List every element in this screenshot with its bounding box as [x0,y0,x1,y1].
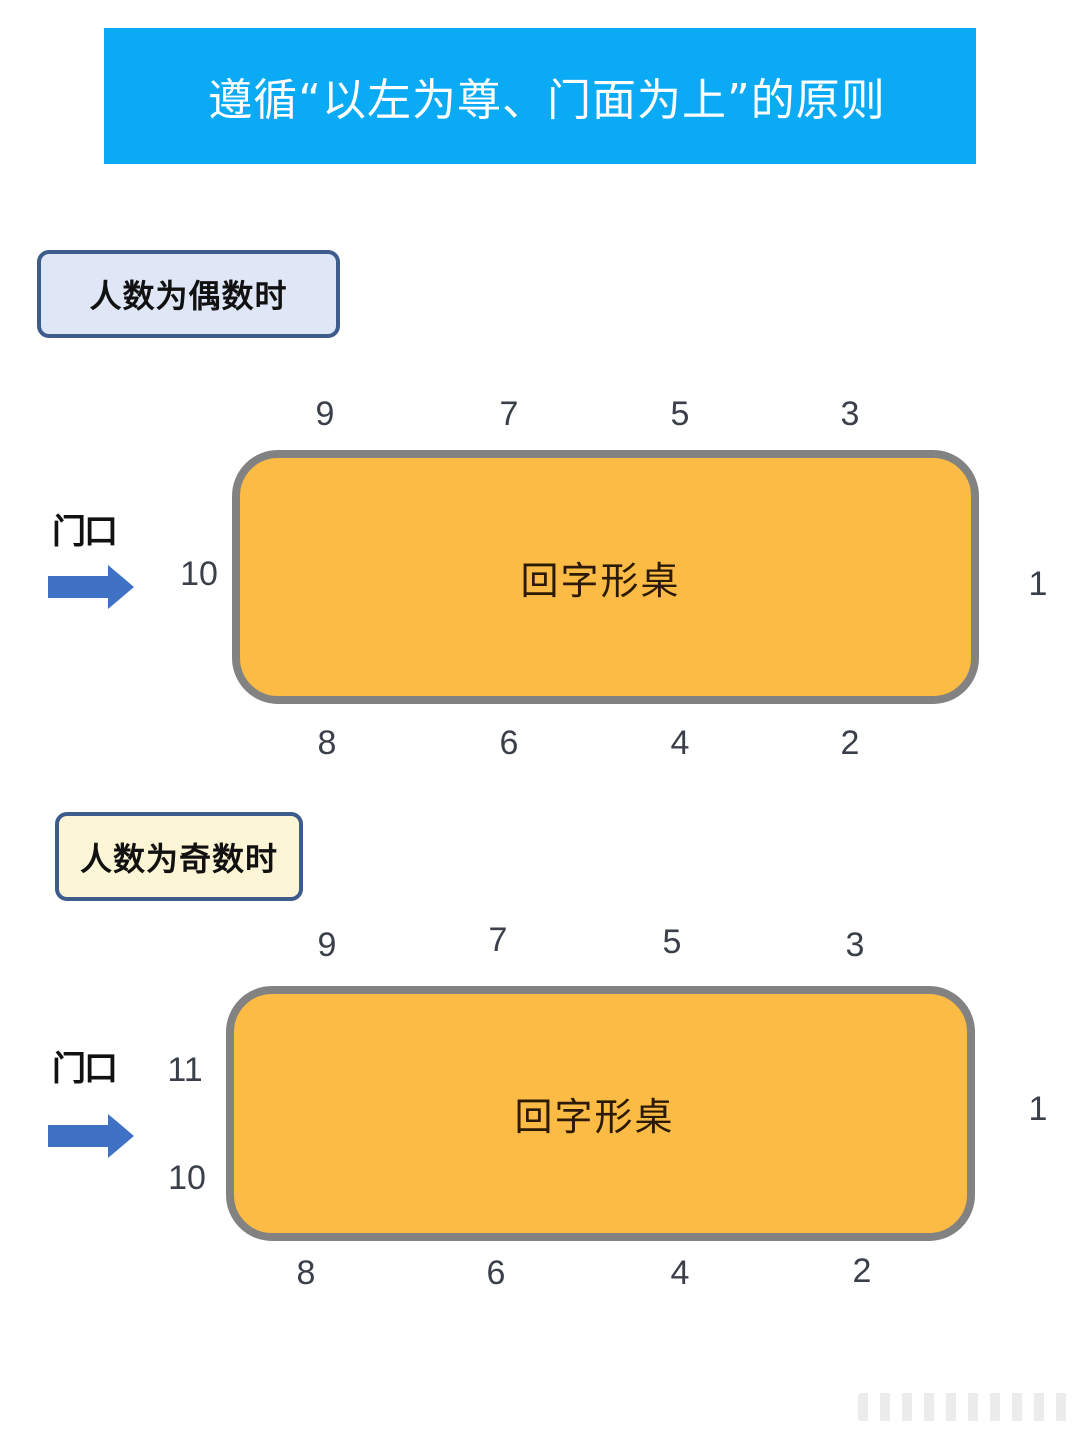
odd-count-label-box: 人数为奇数时 [55,812,303,901]
seat-number: 5 [670,395,690,433]
seat-number: 4 [670,1254,690,1292]
banner-title: 遵循“以左为尊、门面为上”的原则 [208,75,886,126]
seat-number: 10 [180,555,218,593]
seat-number: 10 [168,1159,206,1197]
even-count-label: 人数为偶数时 [89,277,288,315]
door-label: 门口 [52,512,118,552]
seat-number: 1 [1028,1090,1048,1128]
seat-number: 7 [499,395,519,433]
right-arrow-icon [48,565,134,609]
seat-number: 3 [845,926,865,964]
seat-number: 8 [317,724,337,762]
seat-number: 11 [167,1051,203,1089]
title-banner: 遵循“以左为尊、门面为上”的原则 [104,28,976,164]
seat-number: 9 [317,926,337,964]
seat-number: 1 [1028,565,1048,603]
seat-number: 3 [840,395,860,433]
even-count-label-box: 人数为偶数时 [37,250,340,338]
seat-number: 2 [840,724,860,762]
seat-number: 2 [852,1252,872,1290]
watermark [858,1393,1073,1421]
seat-number: 4 [670,724,690,762]
door-label: 门口 [52,1049,118,1089]
seat-number: 8 [296,1254,316,1292]
table-even: 回字形桌 [232,450,979,704]
table-label: 回字形桌 [520,558,681,603]
seat-number: 5 [662,923,682,961]
table-label: 回字形桌 [514,1095,675,1139]
seat-number: 7 [488,921,508,959]
right-arrow-icon [48,1114,134,1158]
seat-number: 6 [486,1254,506,1292]
seat-number: 9 [315,395,335,433]
table-odd: 回字形桌 [226,986,975,1241]
odd-count-label: 人数为奇数时 [79,839,278,878]
seat-number: 6 [499,724,519,762]
